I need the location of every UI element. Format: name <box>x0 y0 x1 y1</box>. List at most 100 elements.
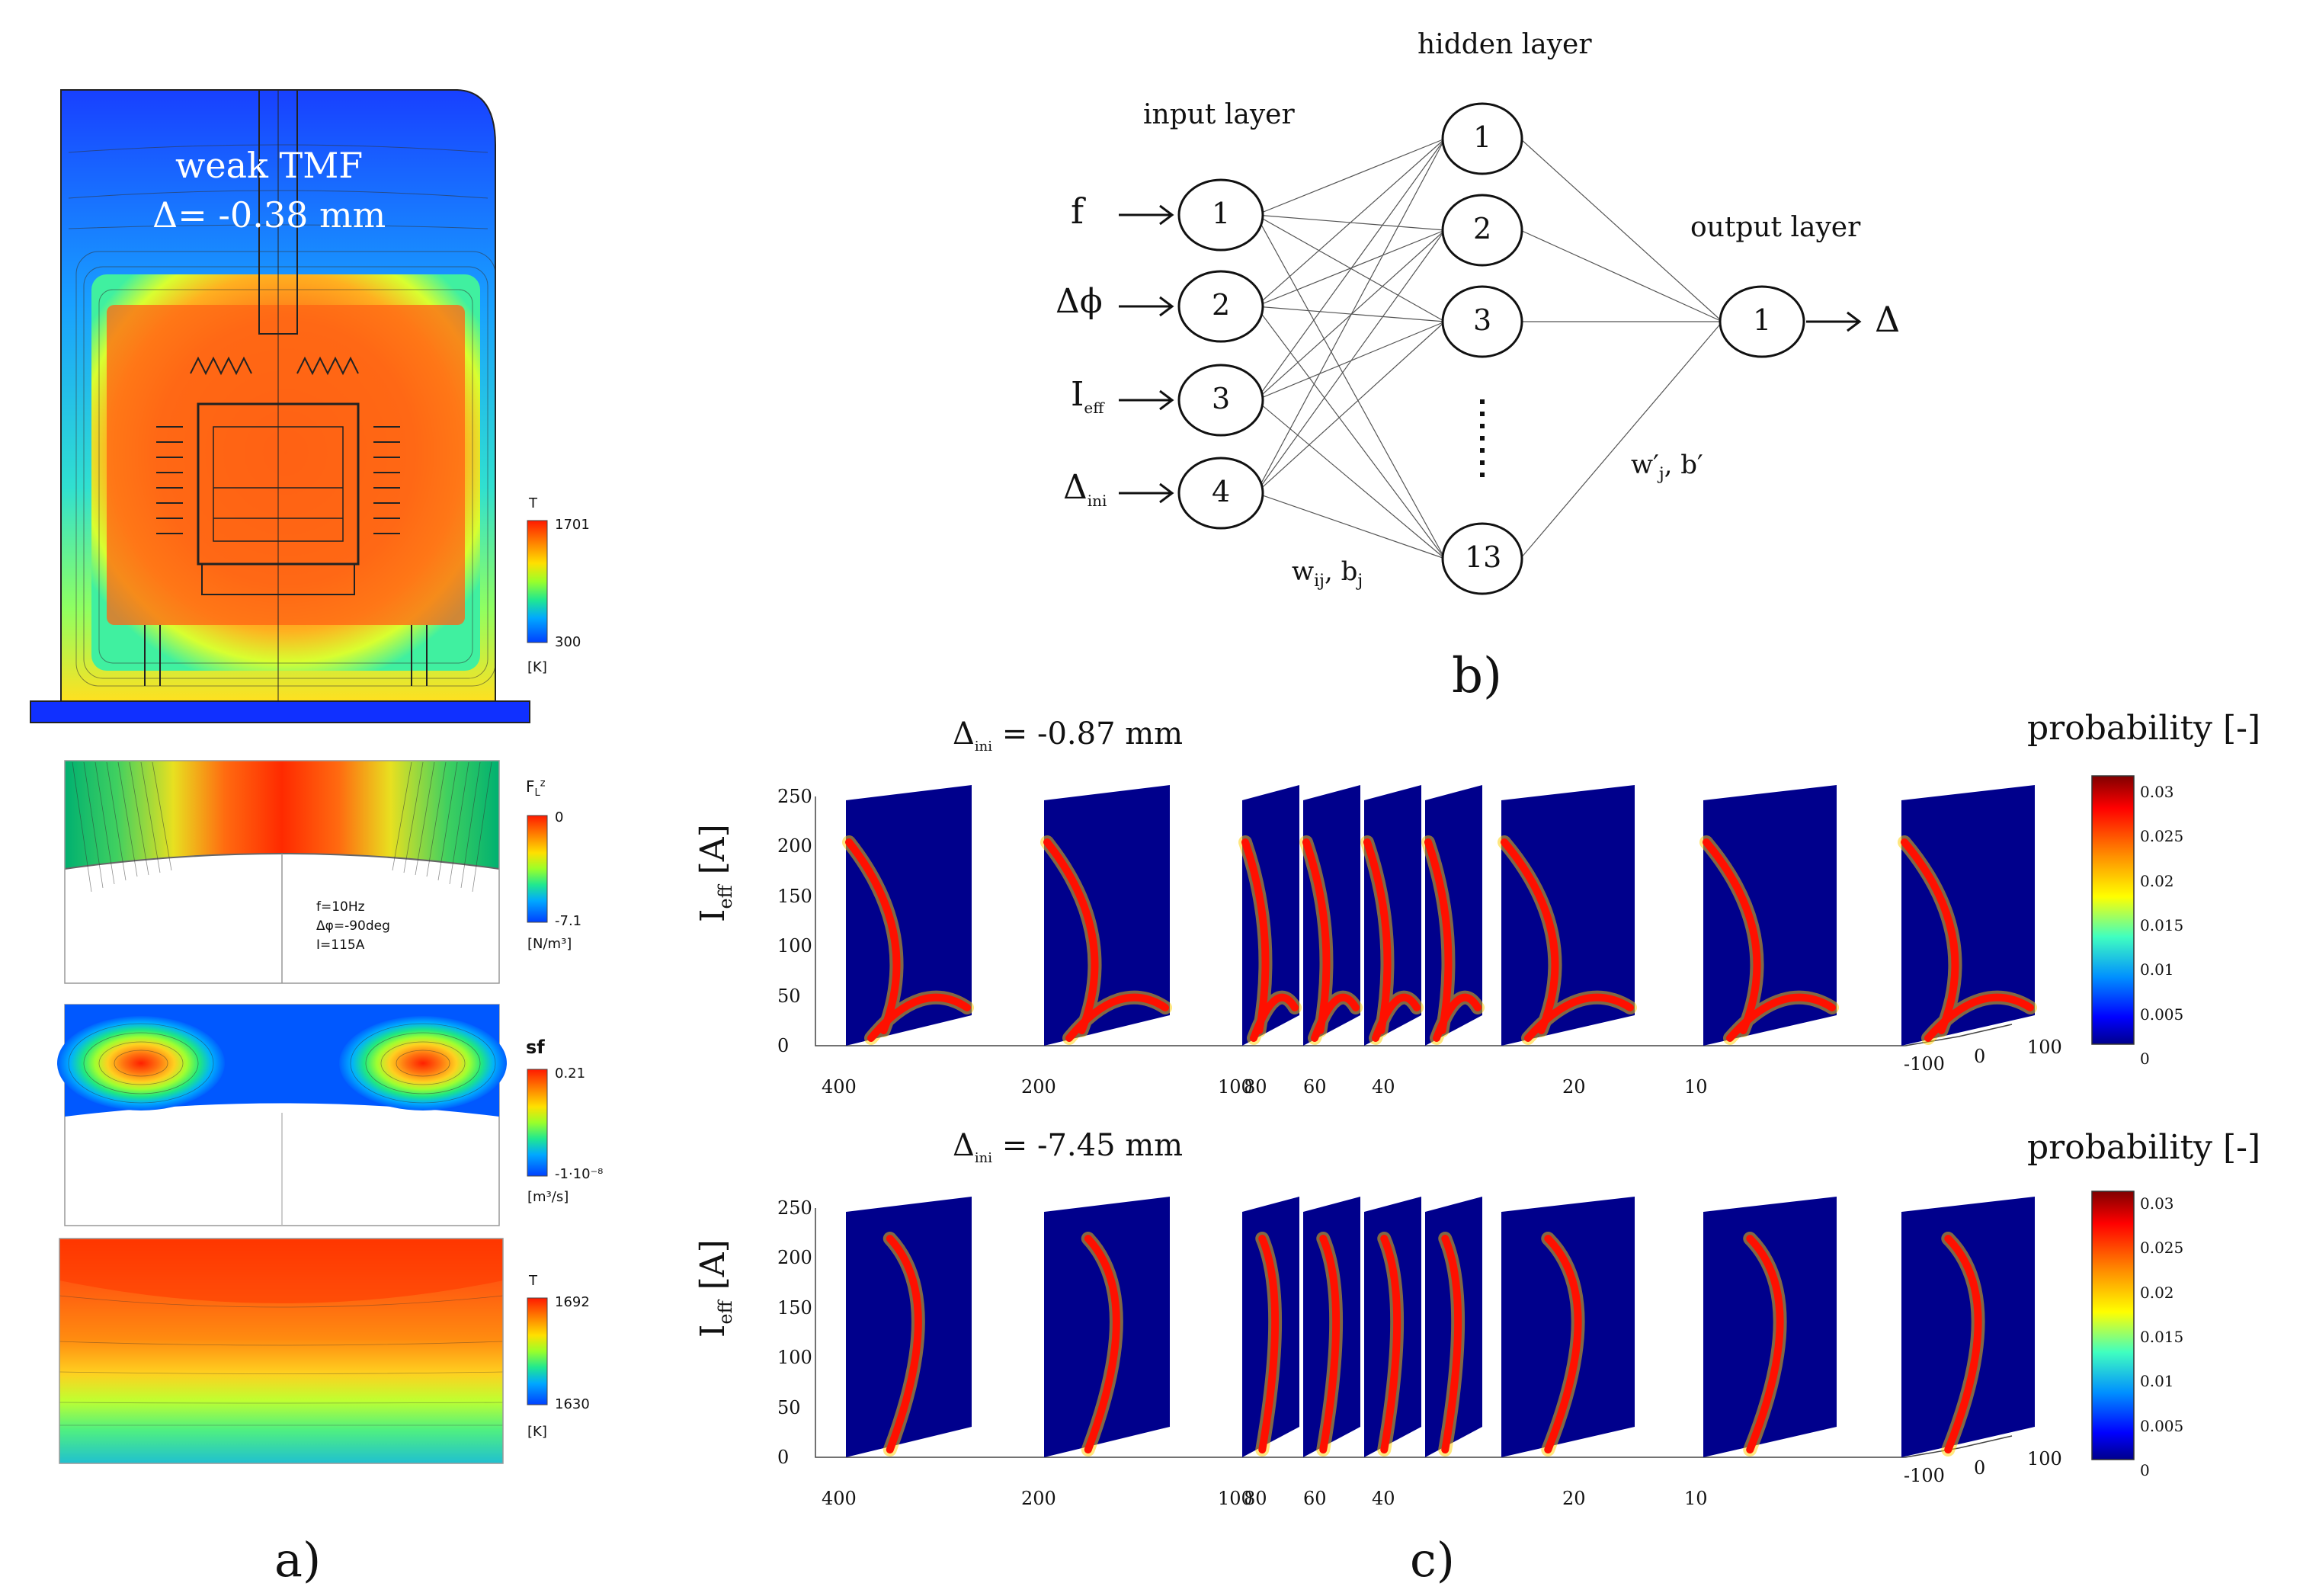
y-tick-label: 150 <box>777 885 812 907</box>
probability-slice <box>846 1197 972 1457</box>
plot-top-delta-label: Δini = -0.87 mm <box>953 716 1184 755</box>
colorbar-tick-label: 0.025 <box>2140 1239 2184 1258</box>
x-tick-label: 20 <box>1562 1076 1586 1098</box>
panel-a-stream-function <box>57 1004 548 1226</box>
hidden-node-1 <box>1441 102 1523 175</box>
input-node-3-label: 3 <box>1212 382 1231 415</box>
x-tick-label: 10 <box>1684 1076 1708 1098</box>
input-node-1-label: 1 <box>1212 197 1231 230</box>
x-tick-label: 40 <box>1372 1076 1395 1098</box>
colorbar-tick-label: 0.015 <box>2140 916 2184 934</box>
panel-a-label: a) <box>274 1532 322 1588</box>
colorbar-tick-label: 0.03 <box>2140 1194 2174 1213</box>
panel-b-network <box>1119 102 1862 595</box>
probability-band <box>1703 838 1836 1042</box>
x-tick-label: 40 <box>1372 1488 1395 1509</box>
z-tick-label: 0 <box>1974 1457 1986 1479</box>
probability-band <box>1901 838 2034 1042</box>
colorbar-tick-label: 0.025 <box>2140 827 2184 846</box>
probability-slice <box>1364 785 1421 1046</box>
input-node-2 <box>1177 270 1264 343</box>
colorbar-tick-label: 0.005 <box>2140 1005 2184 1024</box>
probability-slice <box>1044 785 1170 1046</box>
probability-band <box>1544 1235 1582 1453</box>
z-tick-label: 100 <box>2027 1448 2062 1469</box>
x-tick-label: 400 <box>822 1076 857 1098</box>
y-tick-label: 200 <box>777 1247 812 1269</box>
probability-slice <box>1703 1197 1837 1457</box>
legend-main-min: 300 <box>555 634 581 650</box>
legend-stream-unit: [m³/s] <box>527 1189 569 1205</box>
plot-axis-0 <box>815 796 2013 1046</box>
probability-band <box>1319 1235 1341 1453</box>
network-connections <box>1255 138 1723 559</box>
colorbar-tick-label: 0.01 <box>2140 1372 2174 1391</box>
panel-b-label: b) <box>1452 648 1502 704</box>
legend-main-max: 1701 <box>555 517 590 533</box>
panel-a-temperature-melt <box>59 1238 548 1464</box>
x-tick-label: 400 <box>822 1488 857 1509</box>
legend-force-min: -7.1 <box>555 913 582 929</box>
probability-slice <box>1901 1197 2035 1457</box>
probability-slice <box>1901 785 2035 1046</box>
colorbar-bottom-title: probability [-] <box>2027 1128 2261 1167</box>
probability-band <box>1258 1235 1280 1453</box>
y-tick-label: 150 <box>777 1296 812 1319</box>
plot-top-ylabel: Ieff [A] <box>694 824 736 922</box>
x-tick-label: 100 <box>1218 1488 1253 1509</box>
y-tick-label: 100 <box>777 935 812 957</box>
legend-stream-max: 0.21 <box>555 1066 586 1082</box>
x-tick-label: 20 <box>1562 1488 1586 1509</box>
colorbar-tick-label: 0.01 <box>2140 960 2174 979</box>
y-tick-label: 0 <box>777 1447 790 1468</box>
colorbar-tick-label: 0.02 <box>2140 871 2174 890</box>
x-tick-label: 200 <box>1021 1076 1056 1098</box>
colorbar-tick-label: 0 <box>2140 1461 2150 1479</box>
input-symbol-f: f <box>1071 191 1084 232</box>
x-tick-label: 80 <box>1244 1488 1267 1509</box>
param-phase: Δφ=-90deg <box>316 918 390 934</box>
tmf-label-line2: Δ= -0.38 mm <box>152 194 386 236</box>
legend-main-unit: [K] <box>527 659 547 675</box>
input-layer-title: input layer <box>1143 99 1295 130</box>
probability-slice <box>1703 785 1837 1046</box>
input-symbol-ieff: Ieff <box>1071 375 1104 417</box>
input-node-4 <box>1177 457 1264 530</box>
probability-band <box>1944 1235 1982 1453</box>
hidden-node-13 <box>1441 522 1523 595</box>
hidden-node-2-label: 2 <box>1473 212 1492 245</box>
plot-bottom-delta-label: Δini = -7.45 mm <box>953 1128 1184 1166</box>
colorbar-tick-label: 0.015 <box>2140 1328 2184 1346</box>
input-node-1 <box>1177 178 1264 252</box>
z-tick-label: -100 <box>1904 1465 1945 1486</box>
probability-slice <box>1425 785 1482 1046</box>
output-node-1 <box>1719 285 1805 358</box>
output-node-label: 1 <box>1753 303 1772 337</box>
y-tick-label: 200 <box>777 835 812 857</box>
weights-input-label: wij, bj <box>1292 556 1363 591</box>
colorbar-tick-label: 0.03 <box>2140 783 2174 801</box>
probability-slice <box>1501 1197 1635 1457</box>
output-layer-title: output layer <box>1690 212 1861 243</box>
x-tick-label: 60 <box>1303 1076 1327 1098</box>
probability-slice <box>1044 1197 1170 1457</box>
input-node-3 <box>1177 364 1264 437</box>
plot-axis-1 <box>815 1208 2013 1458</box>
hidden-node-13-label: 13 <box>1465 540 1502 574</box>
colorbar-top <box>2091 775 2135 1045</box>
x-tick-label: 60 <box>1303 1488 1327 1509</box>
colorbar-tick-label: 0 <box>2140 1050 2150 1068</box>
param-frequency: f=10Hz <box>316 899 365 915</box>
z-tick-label: -100 <box>1904 1053 1945 1075</box>
probability-band <box>1302 838 1360 1042</box>
input-node-4-label: 4 <box>1212 475 1231 508</box>
probability-band <box>1363 838 1421 1042</box>
legend-stream-min: -1·10⁻⁸ <box>555 1166 604 1182</box>
probability-band <box>886 1235 922 1453</box>
input-symbol-dini: Δini <box>1063 468 1107 510</box>
colorbar-tick-label: 0.02 <box>2140 1283 2174 1302</box>
probability-band <box>1043 838 1169 1042</box>
probability-band <box>845 838 971 1042</box>
z-tick-label: 0 <box>1974 1046 1986 1067</box>
